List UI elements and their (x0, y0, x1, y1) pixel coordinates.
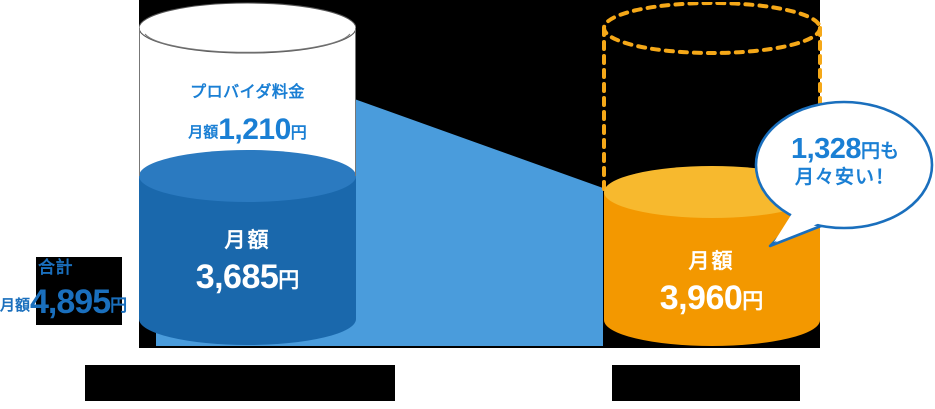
category-label-left (85, 365, 395, 401)
total-prefix: 月額 (0, 297, 31, 314)
bubble-body (754, 100, 934, 230)
savings-speech-bubble (754, 100, 934, 248)
total-callout-backdrop (36, 257, 122, 325)
left-cylinder (139, 2, 356, 346)
category-label-right (612, 365, 800, 401)
